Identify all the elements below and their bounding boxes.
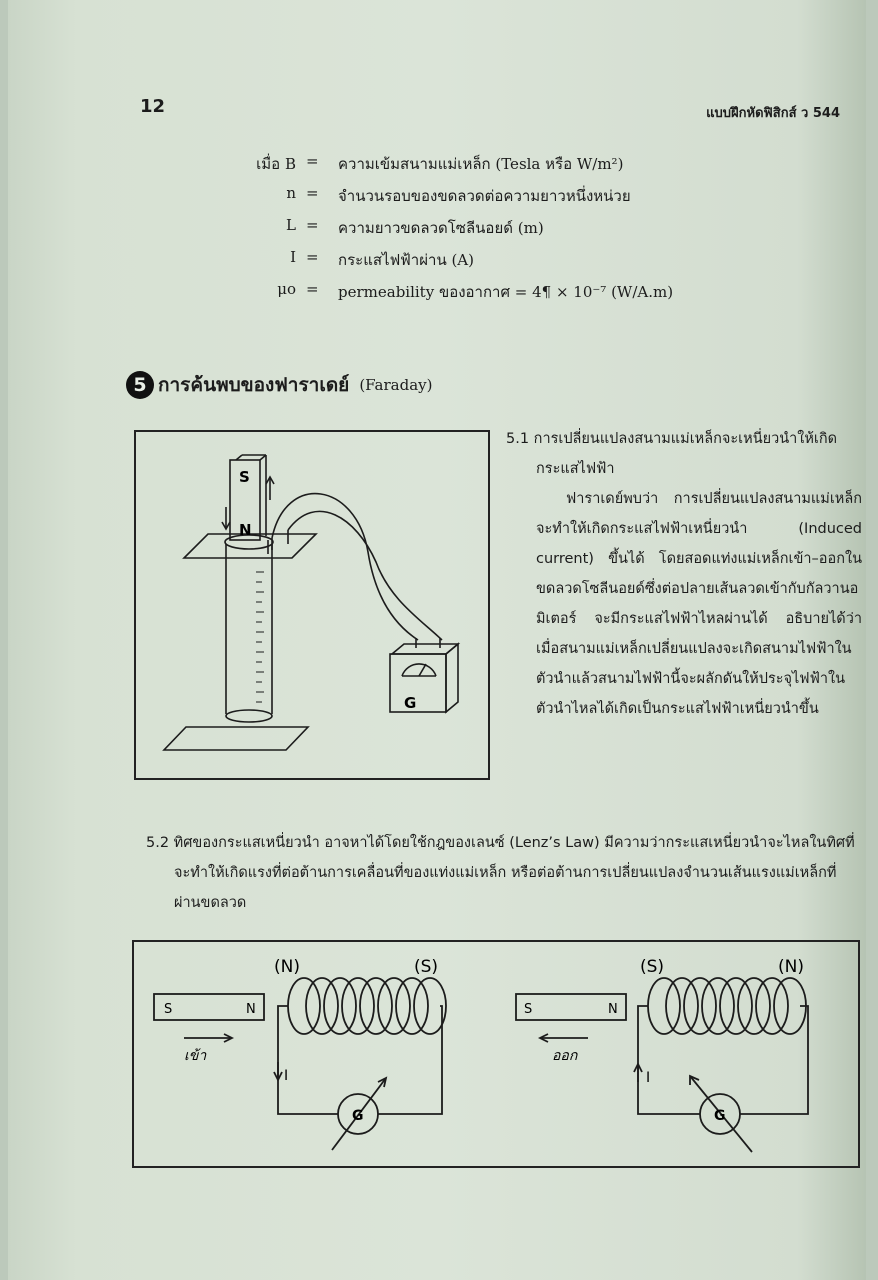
left-coil-pole-right: (S) xyxy=(414,957,438,977)
subsection-5-2-text: 5.2 ทิศของกระแสเหนี่ยวนำ อาจหาได้โดยใช้ก… xyxy=(146,835,855,911)
section-title-english: (Faraday) xyxy=(359,376,433,394)
section-heading: 5 การค้นพบของฟาราเดย์ (Faraday) xyxy=(126,370,432,400)
lenz-law-figure: (N) (S) S N เข้า I G (S) (N) S N ออก I G xyxy=(132,940,860,1168)
right-current-label: I xyxy=(646,1070,650,1086)
faraday-apparatus-figure: S N G xyxy=(134,430,490,780)
definition-text: permeability ของอากาศ = 4¶ × 10⁻⁷ (W/A.m… xyxy=(338,283,674,301)
top-platform xyxy=(182,533,318,559)
subsection-5-1-heading: 5.1 การเปลี่ยนแปลงสนามแม่เหล็กจะเหนี่ยวน… xyxy=(506,431,838,477)
base-plate xyxy=(162,726,310,751)
magnet-s-label: S xyxy=(239,468,250,486)
galvanometer-box xyxy=(389,653,447,713)
equals-sign: = xyxy=(306,152,319,170)
left-motion-label: เข้า xyxy=(184,1048,207,1064)
left-galvanometer-label: G xyxy=(352,1108,364,1124)
definition-text: จำนวนรอบของขดลวดต่อความยาวหนึ่งหน่วย xyxy=(338,187,631,205)
magnet-n-label: N xyxy=(239,521,252,539)
equals-sign: = xyxy=(306,184,319,202)
left-current-label: I xyxy=(284,1068,288,1084)
left-magnet-n: N xyxy=(246,1002,256,1017)
tube-scale xyxy=(256,571,264,703)
equals-sign: = xyxy=(306,280,319,298)
right-motion-label: ออก xyxy=(552,1048,579,1064)
equals-sign: = xyxy=(306,216,319,234)
apparatus-drawing: S N G xyxy=(162,454,461,751)
subsection-5-1: 5.1 การเปลี่ยนแปลงสนามแม่เหล็กจะเหนี่ยวน… xyxy=(506,424,862,724)
subsection-5-1-body: ฟาราเดย์พบว่า การเปลี่ยนแปลงสนามแม่เหล็ก… xyxy=(536,491,862,717)
right-magnet-n: N xyxy=(608,1002,618,1017)
left-magnet-s: S xyxy=(164,1002,172,1017)
definition-text: กระแสไฟฟ้าผ่าน (A) xyxy=(338,251,474,269)
definition-text: ความเข้มสนามแม่เหล็ก (Tesla หรือ W/m²) xyxy=(338,155,624,173)
subsection-5-2: 5.2 ทิศของกระแสเหนี่ยวนำ อาจหาได้โดยใช้ก… xyxy=(146,828,862,918)
running-header: แบบฝึกหัดฟิสิกส์ ว 544 xyxy=(706,106,840,121)
section-number-badge: 5 xyxy=(126,371,154,399)
definition-symbol: L xyxy=(286,216,296,234)
right-galvanometer xyxy=(699,1093,741,1135)
page-number: 12 xyxy=(140,96,166,117)
bar-magnet xyxy=(229,459,261,541)
definition-symbol: μo xyxy=(277,280,296,298)
definition-symbol: n xyxy=(286,184,296,202)
right-coil-pole-right: (N) xyxy=(778,957,804,977)
right-magnet-s: S xyxy=(524,1002,532,1017)
left-bar-magnet xyxy=(153,993,265,1021)
equals-sign: = xyxy=(306,248,319,266)
right-coil-pole-left: (S) xyxy=(640,957,664,977)
section-title: การค้นพบของฟาราเดย์ xyxy=(158,374,350,396)
left-coil-pole-left: (N) xyxy=(274,957,300,977)
galvanometer-label: G xyxy=(404,694,416,712)
definition-symbol: I xyxy=(290,248,296,266)
lenz-law-drawing: (N) (S) S N เข้า I G (S) (N) S N ออก I G xyxy=(153,957,809,1153)
book-page: 12 แบบฝึกหัดฟิสิกส์ ว 544 เมื่อ B = ความ… xyxy=(8,0,866,1280)
right-galvanometer-label: G xyxy=(714,1108,726,1124)
definition-text: ความยาวขดลวดโซลีนอยด์ (m) xyxy=(338,219,544,237)
definition-symbol: เมื่อ B xyxy=(256,155,296,173)
left-galvanometer xyxy=(337,1093,379,1135)
right-bar-magnet xyxy=(515,993,627,1021)
